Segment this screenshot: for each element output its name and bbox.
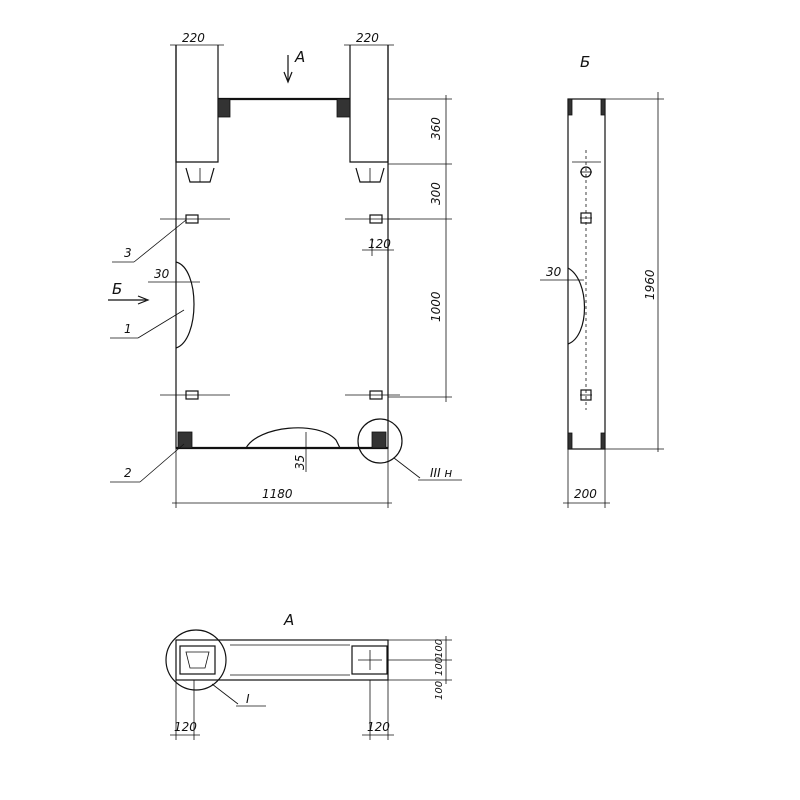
detail-I-label: I <box>246 692 250 706</box>
dim-inner-120: 120 <box>368 237 391 251</box>
side-height: 1960 <box>643 269 657 300</box>
insert-bottom-left <box>177 431 193 449</box>
lifting-bump-left <box>175 261 195 349</box>
plan-view: А I 100 100 100 120 120 <box>165 611 452 740</box>
plan-h-100a: 100 <box>434 639 445 658</box>
side-view-title: Б <box>580 53 590 71</box>
callout-2: 2 <box>124 466 132 480</box>
side-insert-bottom-left <box>567 432 573 450</box>
dim-bottom-35: 35 <box>293 455 307 470</box>
front-outline <box>175 45 389 449</box>
arrow-A-label: А <box>294 48 305 66</box>
callout-1: 1 <box>124 322 132 336</box>
detail-circle-I <box>165 629 227 691</box>
plan-h-100b: 100 <box>434 657 445 676</box>
plan-h-100c: 100 <box>434 681 445 700</box>
dim-v-mid: 300 <box>429 182 443 205</box>
front-view: III н 220 220 А Б 360 300 1000 120 3 30 <box>108 31 462 508</box>
callout-2-leader <box>139 443 185 483</box>
arrow-B-label: Б <box>112 280 122 298</box>
side-view: Б 30 1960 200 <box>540 53 664 508</box>
side-anchor-marks <box>580 166 592 401</box>
side-width: 200 <box>574 487 597 501</box>
arrow-A-head <box>283 71 293 84</box>
dim-v-upper: 360 <box>429 117 443 140</box>
callout-3-leader <box>133 219 187 263</box>
side-insert-top-left <box>567 98 573 116</box>
plan-pocket-right <box>351 645 388 675</box>
anchor-marks <box>160 214 400 400</box>
insert-bottom-right <box>371 431 387 449</box>
dim-width: 1180 <box>262 487 293 501</box>
detail-I-leader <box>211 683 239 705</box>
insert-top-right <box>336 98 351 118</box>
side-insert-top-right <box>600 98 606 116</box>
right-column <box>349 45 389 163</box>
side-edge-30: 30 <box>546 265 562 279</box>
detail-circle-III <box>357 418 403 464</box>
callout-1-leader <box>137 309 185 339</box>
detail-III-label: III н <box>430 466 452 480</box>
plan-pocket-left <box>179 645 216 675</box>
detail-III-leader <box>393 457 421 479</box>
lifting-bump-bottom <box>245 427 341 449</box>
dim-v-main: 1000 <box>429 291 443 322</box>
left-column <box>175 45 219 163</box>
plan-right-120: 120 <box>367 720 390 734</box>
side-insert-bottom-right <box>600 432 606 450</box>
dim-top-right: 220 <box>356 31 379 45</box>
plan-view-title: А <box>283 611 294 629</box>
arrow-B-head <box>137 295 150 305</box>
dim-edge-30: 30 <box>154 267 170 281</box>
callout-3: 3 <box>124 246 132 260</box>
dim-top-left: 220 <box>182 31 205 45</box>
side-outline <box>567 98 606 450</box>
insert-top-left <box>217 98 231 118</box>
plan-pocket-left-inner <box>185 651 210 669</box>
plan-left-120: 120 <box>174 720 197 734</box>
side-bump <box>567 267 585 345</box>
